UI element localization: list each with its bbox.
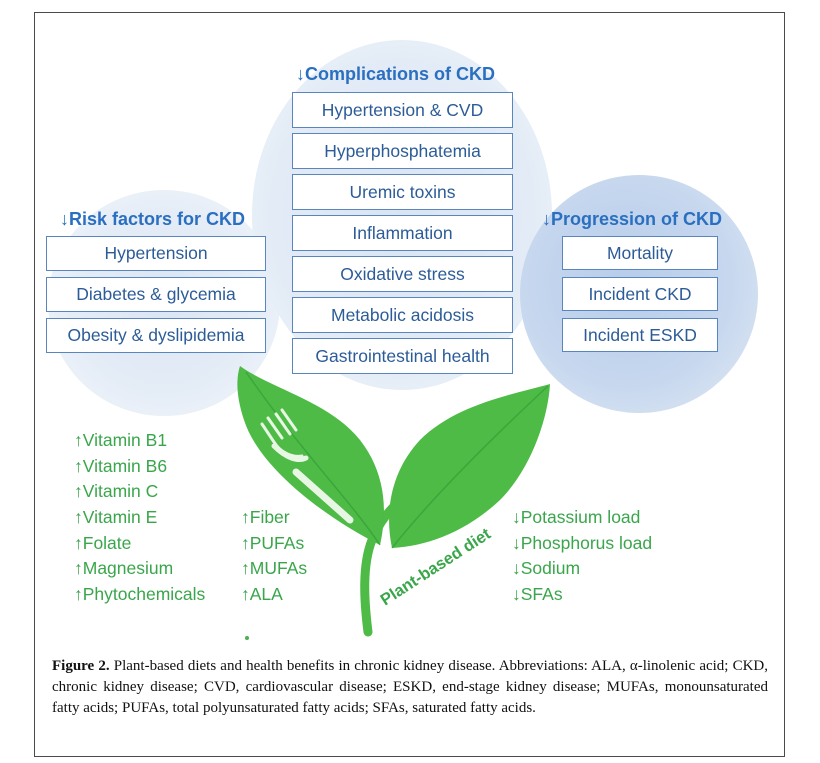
complication-box: Metabolic acidosis [292,297,513,333]
nutrient-increase: ↑Fiber [241,507,290,527]
decorative-dot [245,636,249,640]
nutrient-decrease: ↓SFAs [512,584,563,605]
nutrient-decrease: ↓Potassium load [512,507,641,527]
nutrient-increase: ↑Vitamin B1 [74,430,168,450]
nutrient-increase: ↑Vitamin E [74,507,158,528]
progression-box: Incident CKD [562,277,718,311]
caption-label: Figure 2. [52,658,110,674]
progression-box: Incident ESKD [562,318,718,352]
complication-box: Inflammation [292,215,513,251]
complication-box: Hyperphosphatemia [292,133,513,169]
risk-factor-box: Hypertension [46,236,266,271]
complication-box: Gastrointestinal health [292,338,513,374]
fork-icon [260,408,354,524]
fats-list: ↑Fiber ↑PUFAs ↑MUFAs ↑ALA [241,505,307,608]
complication-box: Oxidative stress [292,256,513,292]
nutrient-increase: ↑MUFAs [241,558,308,579]
risk-factor-box: Obesity & dyslipidemia [46,318,266,353]
nutrient-increase: ↑ALA [241,584,283,605]
nutrient-increase: ↑Magnesium [74,558,174,579]
complication-box: Hypertension & CVD [292,92,513,128]
progression-box: Mortality [562,236,718,270]
nutrient-decrease: ↓Sodium [512,558,581,579]
nutrient-increase: ↑PUFAs [241,532,305,553]
risk-factor-box: Diabetes & glycemia [46,277,266,312]
caption-text: Plant-based diets and health benefits in… [52,658,769,716]
decreases-list: ↓Potassium load ↓Phosphorus load ↓Sodium… [512,505,652,608]
right-leaf-icon [389,384,550,548]
nutrient-increase: ↑Vitamin B6 [74,455,168,476]
figure-caption: Figure 2. Plant-based diets and health b… [52,656,768,719]
complication-box: Uremic toxins [292,174,513,210]
nutrient-decrease: ↓Phosphorus load [512,532,653,553]
nutrient-increase: ↑Vitamin C [74,481,159,502]
vitamins-list: ↑Vitamin B1 ↑Vitamin B6 ↑Vitamin C ↑Vita… [74,428,205,608]
risk-factors-heading: ↓Risk factors for CKD [60,209,246,229]
progression-heading: ↓Progression of CKD [542,209,723,229]
nutrient-increase: ↑Phytochemicals [74,584,206,605]
complications-heading: ↓Complications of CKD [296,64,496,84]
nutrient-increase: ↑Folate [74,532,132,553]
